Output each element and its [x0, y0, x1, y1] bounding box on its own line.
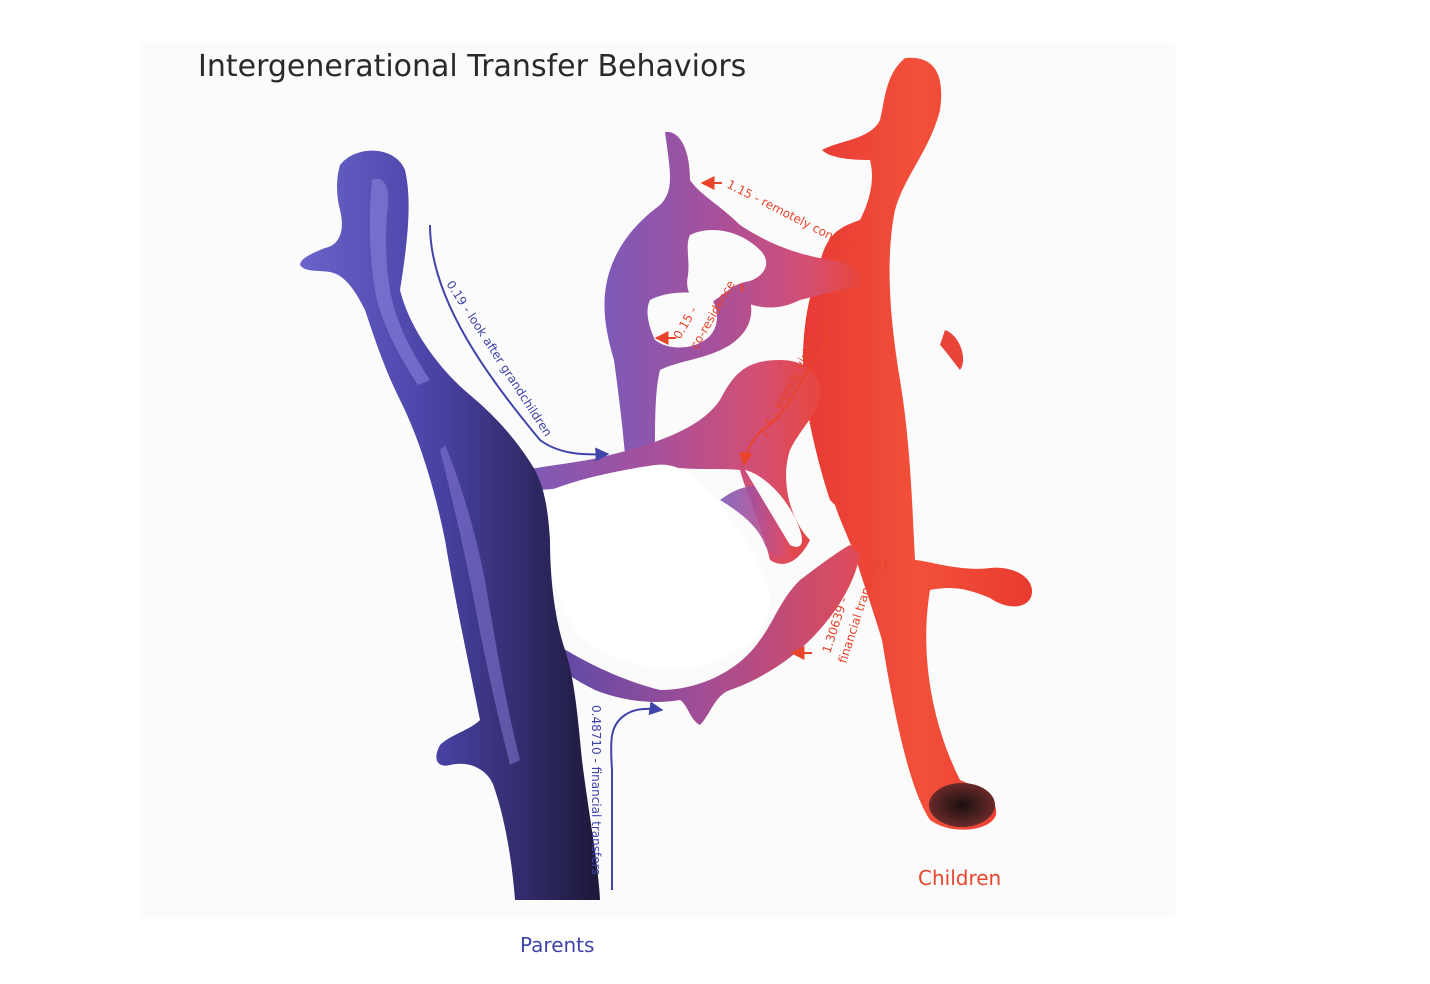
- flow-arrow: [610, 701, 664, 890]
- diagram-title: Intergenerational Transfer Behaviors: [198, 49, 746, 84]
- children-label: Children: [918, 866, 1001, 890]
- parents-vessel: [300, 150, 600, 900]
- children-vessel: [803, 57, 1033, 830]
- parents-label: Parents: [520, 933, 594, 957]
- flow-label: 0.48710 - financial transfers: [589, 705, 603, 875]
- vessel-opening: [929, 783, 995, 827]
- flow-parent-financial-transfers: 0.48710 - financial transfers: [589, 701, 664, 890]
- flow-arrow: [429, 224, 610, 462]
- flow-arrow: [739, 324, 827, 467]
- connecting-mesh: [525, 131, 860, 725]
